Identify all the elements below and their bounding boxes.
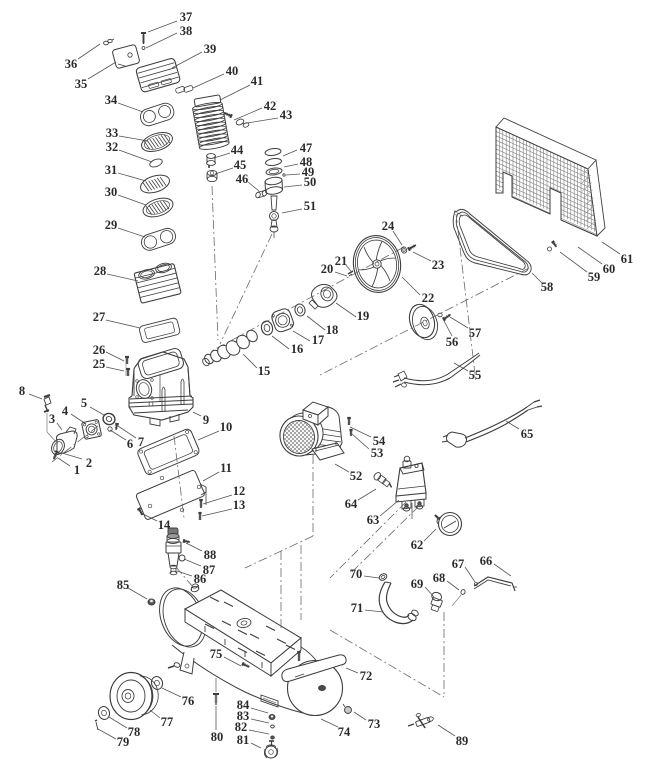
svg-text:25: 25 bbox=[93, 357, 106, 371]
svg-text:87: 87 bbox=[203, 563, 216, 577]
svg-text:59: 59 bbox=[588, 270, 601, 284]
svg-text:16: 16 bbox=[291, 342, 304, 356]
svg-text:75: 75 bbox=[210, 647, 223, 661]
svg-text:71: 71 bbox=[351, 601, 364, 615]
svg-text:28: 28 bbox=[94, 264, 107, 278]
svg-text:12: 12 bbox=[233, 484, 246, 498]
svg-text:31: 31 bbox=[105, 163, 118, 177]
svg-text:27: 27 bbox=[93, 310, 106, 324]
svg-text:37: 37 bbox=[180, 10, 193, 24]
svg-text:21: 21 bbox=[335, 254, 348, 268]
svg-text:72: 72 bbox=[360, 669, 373, 683]
svg-text:76: 76 bbox=[182, 694, 195, 708]
svg-text:34: 34 bbox=[105, 93, 118, 107]
svg-text:67: 67 bbox=[452, 557, 465, 571]
svg-text:73: 73 bbox=[368, 717, 381, 731]
svg-text:8: 8 bbox=[19, 384, 25, 398]
svg-text:23: 23 bbox=[432, 258, 445, 272]
svg-text:68: 68 bbox=[433, 571, 446, 585]
svg-text:45: 45 bbox=[234, 158, 247, 172]
svg-text:40: 40 bbox=[226, 64, 239, 78]
svg-text:35: 35 bbox=[75, 77, 88, 91]
svg-text:82: 82 bbox=[235, 720, 248, 734]
svg-text:51: 51 bbox=[304, 199, 317, 213]
svg-text:79: 79 bbox=[117, 735, 130, 749]
svg-text:49: 49 bbox=[302, 165, 315, 179]
svg-text:64: 64 bbox=[345, 497, 358, 511]
svg-text:58: 58 bbox=[541, 280, 554, 294]
svg-text:18: 18 bbox=[326, 323, 339, 337]
svg-text:42: 42 bbox=[264, 99, 277, 113]
svg-text:77: 77 bbox=[161, 715, 174, 729]
svg-text:6: 6 bbox=[127, 437, 133, 451]
svg-text:5: 5 bbox=[81, 396, 87, 410]
svg-text:14: 14 bbox=[158, 518, 171, 532]
svg-text:85: 85 bbox=[117, 578, 130, 592]
svg-text:15: 15 bbox=[258, 364, 271, 378]
svg-text:17: 17 bbox=[312, 333, 325, 347]
svg-text:13: 13 bbox=[233, 498, 246, 512]
svg-text:60: 60 bbox=[603, 262, 616, 276]
svg-text:81: 81 bbox=[237, 733, 250, 747]
svg-text:41: 41 bbox=[251, 74, 264, 88]
svg-text:7: 7 bbox=[138, 435, 144, 449]
svg-text:24: 24 bbox=[382, 219, 395, 233]
svg-text:30: 30 bbox=[105, 185, 118, 199]
svg-text:61: 61 bbox=[621, 252, 634, 266]
svg-text:56: 56 bbox=[446, 335, 459, 349]
svg-text:63: 63 bbox=[367, 513, 380, 527]
svg-text:69: 69 bbox=[411, 577, 424, 591]
svg-text:3: 3 bbox=[49, 412, 55, 426]
svg-text:50: 50 bbox=[304, 175, 317, 189]
svg-text:88: 88 bbox=[204, 548, 217, 562]
svg-text:39: 39 bbox=[204, 42, 217, 56]
svg-text:10: 10 bbox=[220, 420, 233, 434]
svg-text:86: 86 bbox=[194, 572, 207, 586]
svg-text:11: 11 bbox=[220, 461, 232, 475]
svg-text:43: 43 bbox=[280, 108, 293, 122]
svg-text:46: 46 bbox=[236, 172, 249, 186]
svg-text:38: 38 bbox=[180, 24, 193, 38]
svg-text:19: 19 bbox=[357, 309, 370, 323]
svg-text:9: 9 bbox=[203, 413, 209, 427]
svg-text:33: 33 bbox=[106, 126, 119, 140]
svg-text:52: 52 bbox=[350, 469, 363, 483]
svg-text:78: 78 bbox=[128, 725, 141, 739]
svg-text:83: 83 bbox=[237, 709, 250, 723]
svg-text:70: 70 bbox=[350, 567, 363, 581]
svg-text:62: 62 bbox=[411, 538, 424, 552]
svg-text:57: 57 bbox=[469, 326, 482, 340]
svg-text:65: 65 bbox=[521, 427, 534, 441]
svg-text:4: 4 bbox=[62, 404, 69, 418]
svg-text:32: 32 bbox=[106, 140, 119, 154]
svg-text:36: 36 bbox=[65, 57, 78, 71]
svg-text:20: 20 bbox=[321, 262, 334, 276]
svg-text:80: 80 bbox=[211, 730, 224, 744]
svg-text:89: 89 bbox=[456, 734, 469, 748]
svg-text:22: 22 bbox=[422, 291, 435, 305]
svg-text:66: 66 bbox=[480, 554, 493, 568]
svg-text:55: 55 bbox=[469, 368, 482, 382]
svg-text:84: 84 bbox=[237, 698, 250, 712]
svg-text:53: 53 bbox=[371, 446, 384, 460]
svg-text:47: 47 bbox=[300, 141, 313, 155]
svg-text:2: 2 bbox=[86, 456, 92, 470]
svg-text:29: 29 bbox=[105, 218, 118, 232]
svg-text:1: 1 bbox=[74, 463, 80, 477]
svg-text:74: 74 bbox=[338, 725, 351, 739]
svg-text:48: 48 bbox=[300, 155, 313, 169]
svg-text:26: 26 bbox=[93, 343, 106, 357]
svg-text:44: 44 bbox=[231, 143, 244, 157]
svg-text:54: 54 bbox=[373, 434, 386, 448]
